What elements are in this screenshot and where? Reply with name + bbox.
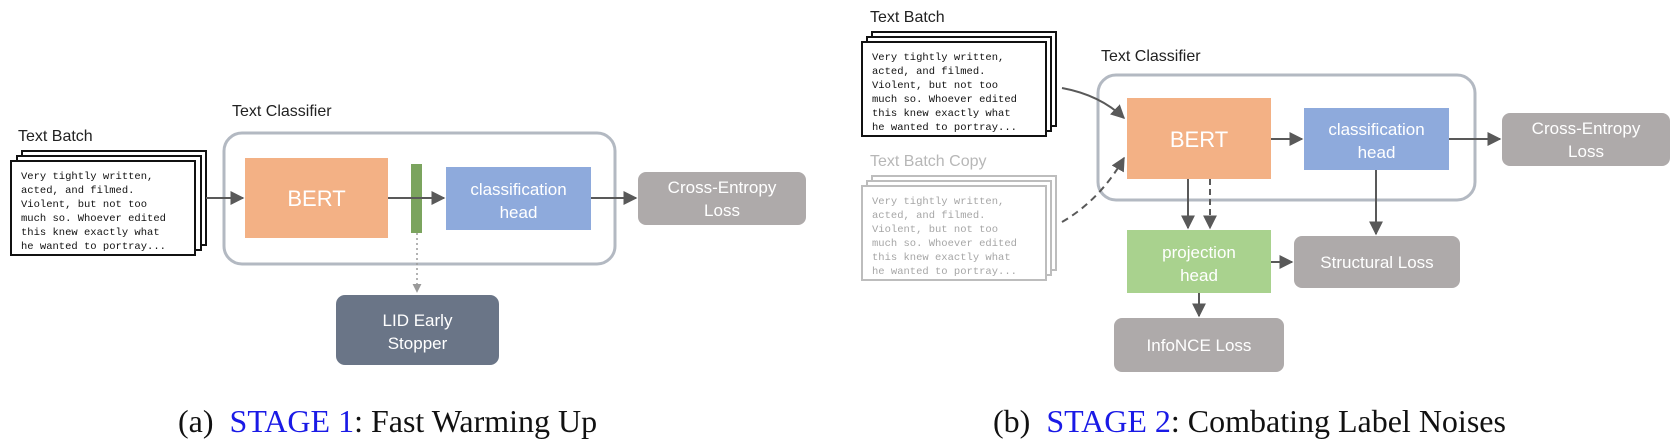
text-line: Very tightly written, [872, 196, 1004, 208]
arrow [1061, 87, 1126, 119]
stage2-text-batch-stack: Very tightly written, acted, and filmed.… [861, 31, 1057, 137]
caption-b-stage-link[interactable]: STAGE 2 [1046, 403, 1171, 439]
stage1-loss-label-line1: Cross-Entropy [668, 178, 777, 197]
stage2-arrows [1061, 87, 1502, 318]
caption-b-prefix: (b) [993, 403, 1030, 439]
stage1-text-batch-content: Very tightly written, acted, and filmed.… [21, 171, 166, 253]
stage2-bert-label: BERT [1170, 127, 1228, 152]
text-line: Violent, but not too [21, 199, 147, 211]
stage2-structural-loss-label: Structural Loss [1320, 253, 1433, 272]
stage2-structural-loss-box [1294, 236, 1460, 288]
stage2-projection-label-line2: head [1180, 266, 1218, 285]
text-line: he wanted to portray... [872, 122, 1017, 134]
stage2-text-batch-content: Very tightly written, acted, and filmed.… [872, 52, 1017, 134]
stage2-infonce-loss-box [1114, 318, 1284, 372]
stage2-classifier-frame [1096, 73, 1477, 202]
stage1-head-label-line2: head [500, 203, 538, 222]
stage2-diagram: Text Batch Very tightly written, acted, … [861, 9, 1670, 372]
stage2-ce-loss-label-line1: Cross-Entropy [1532, 119, 1641, 138]
stage2-projection-label-line1: projection [1162, 243, 1236, 262]
text-line: acted, and filmed. [872, 66, 985, 78]
stage2-bert-box [1127, 98, 1271, 179]
stage1-bert-label: BERT [287, 186, 345, 211]
caption-a-stage-link[interactable]: STAGE 1 [230, 403, 355, 439]
stage1-lid-label-line1: LID Early [383, 311, 453, 330]
text-line: Violent, but not too [872, 224, 998, 236]
text-line: much so. Whoever edited [872, 238, 1017, 250]
stage2-head-label-line1: classification [1328, 120, 1424, 139]
text-line: acted, and filmed. [21, 185, 134, 197]
stage2-text-batch-label: Text Batch [870, 9, 945, 26]
dashed-arrow [1061, 156, 1125, 223]
stage1-text-batch-label: Text Batch [18, 128, 93, 145]
text-line: this knew exactly what [21, 227, 160, 239]
stage1-head-label-line1: classification [470, 180, 566, 199]
text-line: Very tightly written, [872, 52, 1004, 64]
stage2-projection-head-box [1127, 230, 1271, 293]
caption-b: (b) STAGE 2: Combating Label Noises [993, 403, 1506, 439]
stage1-lid-early-stopper-box [336, 295, 499, 365]
stage1-bert-box [245, 158, 388, 238]
text-line: acted, and filmed. [872, 210, 985, 222]
stage2-classifier-label: Text Classifier [1101, 48, 1201, 65]
stage2-text-batch-copy-stack: Very tightly written, acted, and filmed.… [861, 175, 1057, 281]
text-line: much so. Whoever edited [872, 94, 1017, 106]
text-line: much so. Whoever edited [21, 213, 166, 225]
text-line: Very tightly written, [21, 171, 153, 183]
text-line: this knew exactly what [872, 108, 1011, 120]
stage1-classifier-label: Text Classifier [232, 103, 332, 120]
text-line: he wanted to portray... [21, 241, 166, 253]
caption-b-text: : Combating Label Noises [1171, 403, 1506, 439]
stage1-classification-head-box [446, 167, 591, 230]
stage1-text-batch-stack: Very tightly written, acted, and filmed.… [10, 150, 207, 256]
text-line: Violent, but not too [872, 80, 998, 92]
caption-a-prefix: (a) [178, 403, 214, 439]
caption-a: (a) STAGE 1: Fast Warming Up [178, 403, 597, 439]
caption-a-text: : Fast Warming Up [354, 403, 597, 439]
stage2-head-label-line2: head [1358, 143, 1396, 162]
stage2-text-batch-copy-content: Very tightly written, acted, and filmed.… [872, 196, 1017, 278]
stage2-text-batch-copy-label: Text Batch Copy [870, 153, 987, 170]
stage2-ce-loss-label-line2: Loss [1568, 142, 1604, 161]
stage2-cross-entropy-loss-box [1502, 113, 1670, 166]
text-line: he wanted to portray... [872, 266, 1017, 278]
stage1-loss-label-line2: Loss [704, 201, 740, 220]
stage1-lid-label-line2: Stopper [388, 334, 448, 353]
stage2-classification-head-box [1304, 108, 1449, 170]
stage1-diagram: Text Batch Very tightly written, acted, … [10, 103, 806, 365]
text-line: this knew exactly what [872, 252, 1011, 264]
stage2-infonce-loss-label: InfoNCE Loss [1147, 336, 1252, 355]
stage1-cross-entropy-loss-box [638, 172, 806, 225]
